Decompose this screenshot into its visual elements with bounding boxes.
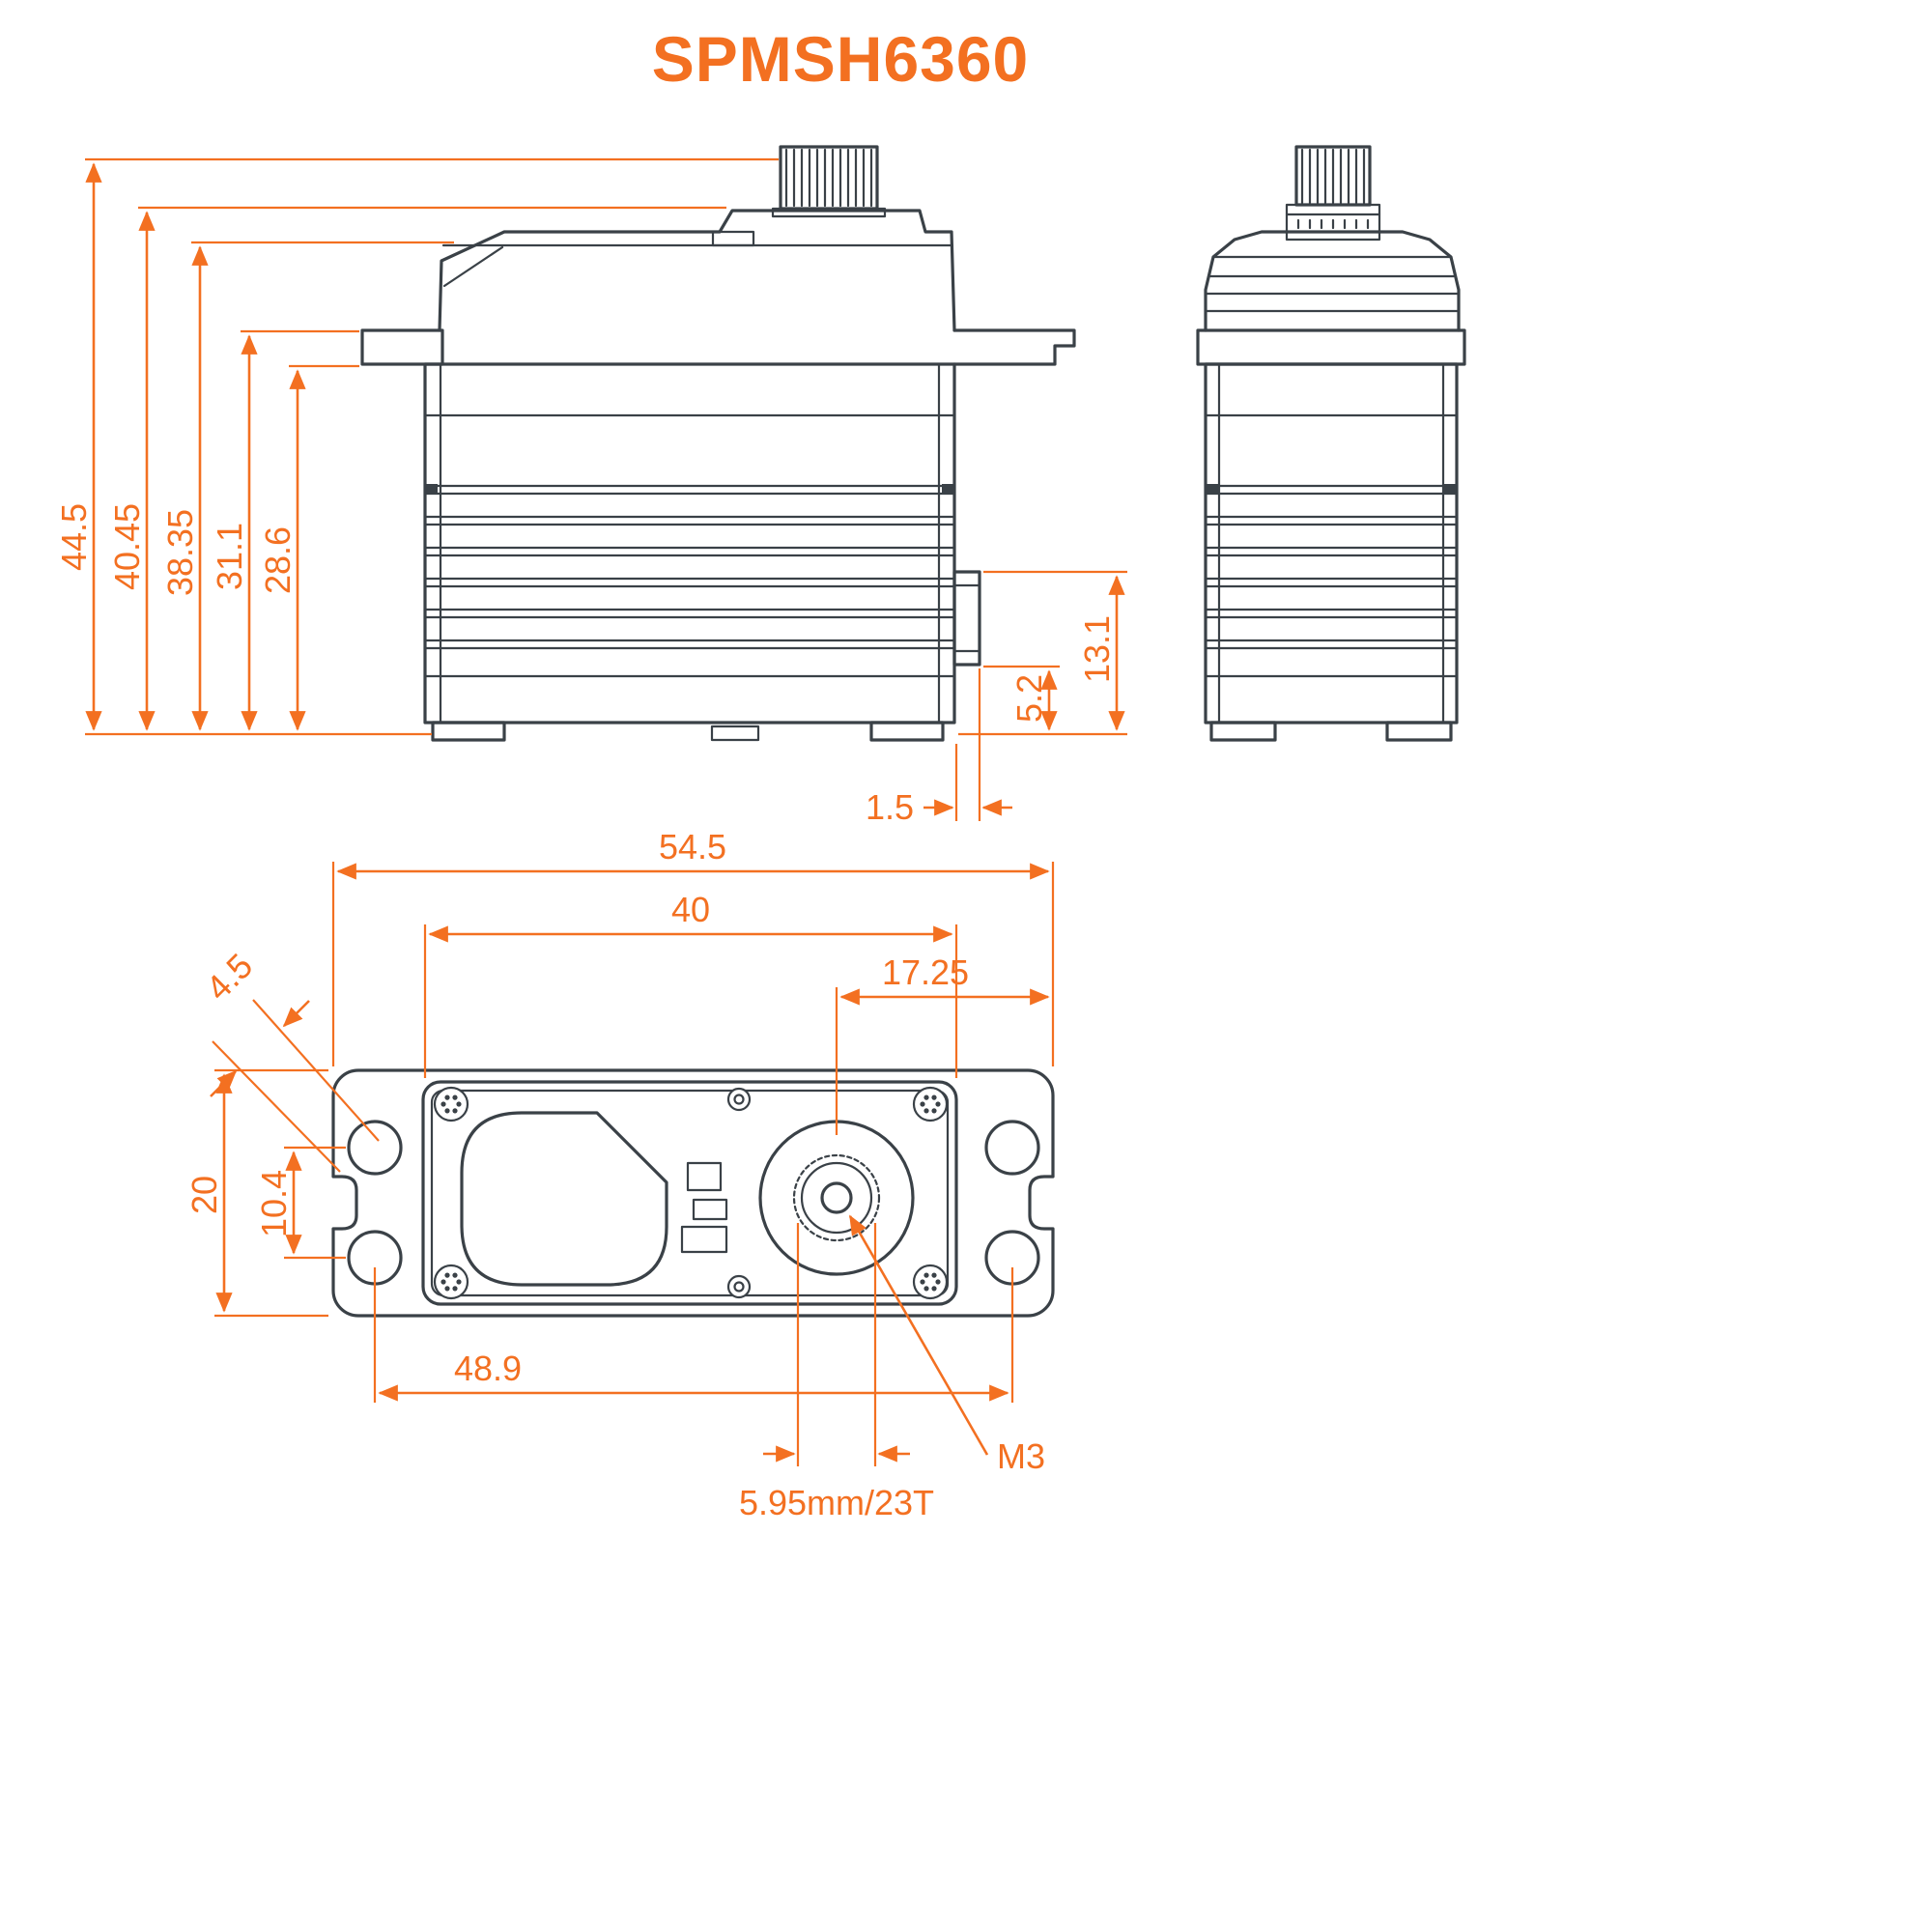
screw [912, 1264, 949, 1300]
screw [433, 1086, 469, 1122]
right-mounting-tab [952, 328, 1076, 366]
dimensions: 44.5 40.45 38.35 31.1 28.6 13.1 [54, 157, 1127, 1522]
dim-label-case-height: 40.45 [107, 503, 147, 590]
page-title: SPMSH6360 [652, 23, 1030, 95]
screw [433, 1264, 469, 1300]
heatsink-fins-end [1204, 484, 1459, 650]
dim-case-width: 20 [185, 1068, 328, 1318]
end-view [1196, 145, 1466, 742]
dim-label-overall-height: 44.5 [54, 503, 94, 571]
dim-case-height: 40.45 [107, 206, 726, 731]
output-gear [758, 1120, 915, 1276]
dim-label-case-width: 20 [185, 1176, 224, 1214]
dim-label-connector-protrusion: 1.5 [866, 787, 914, 827]
vent-slots [680, 1161, 728, 1254]
dim-overall-length: 54.5 [331, 827, 1055, 1066]
dim-spline: 5.95mm/23T [739, 1223, 934, 1522]
dim-mount-hole-spacing: 48.9 [373, 1267, 1014, 1403]
dim-label-flange-thickness: 4.5 [198, 946, 260, 1008]
screw [912, 1086, 949, 1122]
dim-body-height: 28.6 [258, 364, 359, 731]
dim-output-offset: 17.25 [835, 952, 1050, 1135]
side-view [360, 145, 1076, 742]
screw-hole [820, 1181, 853, 1214]
edge-notches [328, 1175, 1058, 1231]
upper-case-end [1204, 230, 1461, 332]
case-body [423, 362, 956, 724]
dim-label-spline: 5.95mm/23T [739, 1483, 934, 1522]
connector [952, 570, 981, 667]
seal-mark [1444, 484, 1456, 495]
dim-label-output-offset: 17.25 [882, 952, 969, 992]
dim-connector-protrusion: 1.5 [866, 668, 1012, 827]
dim-label-screw: M3 [997, 1436, 1045, 1476]
heatsink-fins [423, 484, 956, 650]
dim-screw-callout: M3 [848, 1214, 1045, 1476]
seal-mark [1207, 484, 1218, 495]
mount-hole [347, 1120, 403, 1176]
mounting-flange-end [1196, 328, 1466, 366]
bottom-view [328, 1068, 1058, 1318]
mount-hole [984, 1120, 1040, 1176]
dim-slot-spacing: 10.4 [254, 1146, 346, 1260]
motor-pocket [460, 1111, 668, 1287]
dim-label-slot-spacing: 10.4 [254, 1170, 294, 1237]
left-mounting-tab [360, 328, 444, 366]
dim-connector-height: 13.1 [958, 570, 1127, 736]
pilot-hole [726, 1274, 752, 1299]
dim-label-overall-length: 54.5 [659, 827, 726, 867]
dim-label-body-height: 28.6 [258, 526, 298, 594]
output-shaft [771, 145, 887, 218]
output-shaft-end [1285, 145, 1381, 242]
case-clip [711, 230, 755, 247]
upper-case [438, 209, 956, 332]
seal-mark [426, 484, 438, 495]
shaft-knurl-lines [1300, 148, 1366, 205]
dim-label-upper-case-height: 38.35 [160, 509, 200, 596]
case-outline-bottom [421, 1080, 958, 1306]
shaft-knurl-lines [784, 148, 873, 208]
mounting-holes [347, 1120, 1040, 1286]
dim-label-body-length: 40 [671, 890, 710, 929]
dim-upper-case-height: 38.35 [160, 241, 454, 731]
case-feet [431, 721, 945, 742]
seal-mark [942, 484, 953, 495]
gearbox-boss [758, 1120, 915, 1276]
dim-label-connector-height: 13.1 [1077, 615, 1117, 683]
dim-connector-offset: 5.2 [983, 665, 1060, 731]
dim-label-connector-offset: 5.2 [1009, 674, 1049, 723]
case-body-end [1204, 362, 1459, 742]
spline-teeth [792, 1153, 881, 1242]
pilot-hole [726, 1087, 752, 1112]
spline-root [800, 1161, 873, 1235]
dim-flange-top-height: 31.1 [210, 329, 359, 731]
dim-label-flange-top-height: 31.1 [210, 523, 249, 590]
dim-label-mount-hole-spacing: 48.9 [454, 1349, 522, 1388]
mounting-flange [360, 328, 1076, 366]
dim-body-length: 40 [423, 890, 958, 1078]
dim-overall-height: 44.5 [54, 157, 779, 736]
